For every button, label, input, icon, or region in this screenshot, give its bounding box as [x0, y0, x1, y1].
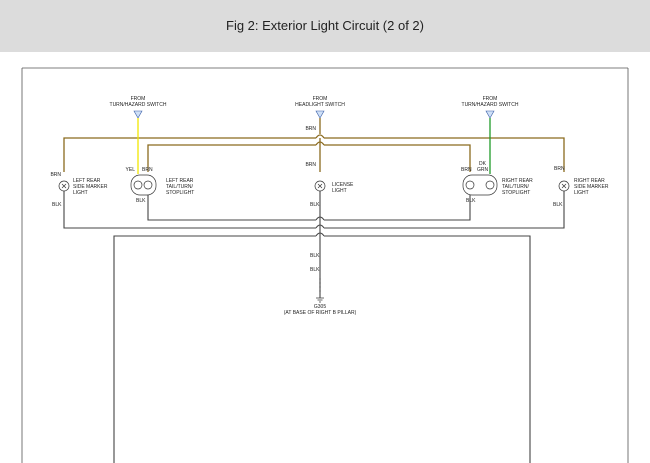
- wire-label-blk-left-tail: BLK: [136, 198, 146, 204]
- wire-label-blk-right-marker: BLK: [553, 202, 563, 208]
- svg-text:TAIL/TURN/: TAIL/TURN/: [166, 184, 193, 190]
- svg-text:LIGHT: LIGHT: [332, 188, 347, 194]
- ground-location: (AT BASE OF RIGHT B PILLAR): [284, 310, 357, 316]
- svg-text:STOPLIGHT: STOPLIGHT: [502, 190, 530, 196]
- wire-label-blk-right-tail: BLK: [466, 198, 476, 204]
- figure-title: Fig 2: Exterior Light Circuit (2 of 2): [226, 18, 424, 33]
- wire-label-blk-ground: BLK: [310, 267, 320, 273]
- source-left-arrow-icon: [133, 110, 143, 119]
- right-side-marker-label: RIGHT REAR SIDE MARKER LIGHT: [574, 178, 609, 196]
- wire-label-grn: GRN: [477, 167, 489, 173]
- svg-text:RIGHT REAR: RIGHT REAR: [502, 178, 533, 184]
- blk-wires: [63, 191, 565, 463]
- wire-label-brn-right-marker: BRN: [554, 166, 565, 172]
- wire-label-brn-right-tail: BRN: [461, 167, 472, 173]
- source-center-arrow-icon: [315, 110, 325, 119]
- svg-text:LIGHT: LIGHT: [574, 190, 589, 196]
- ground-id: G305: [314, 304, 326, 310]
- wire-label-dk: DK: [479, 161, 487, 167]
- left-side-marker-label: LEFT REAR SIDE MARKER LIGHT: [73, 178, 108, 196]
- source-center-line1: FROM: [313, 96, 328, 102]
- wire-label-brn-center: BRN: [305, 126, 316, 132]
- license-label: LICENSE LIGHT: [332, 182, 354, 194]
- right-tail-label: RIGHT REAR TAIL/TURN/ STOPLIGHT: [502, 178, 533, 196]
- svg-text:LEFT REAR: LEFT REAR: [166, 178, 194, 184]
- right-tail-lamp: [462, 174, 498, 196]
- ground-symbol-icon: [316, 297, 324, 303]
- svg-text:LEFT REAR: LEFT REAR: [73, 178, 101, 184]
- diagram-frame: [21, 67, 629, 463]
- right-side-marker-lamp: [558, 180, 570, 192]
- source-center-line2: HEADLIGHT SWITCH: [295, 102, 345, 108]
- svg-text:STOPLIGHT: STOPLIGHT: [166, 190, 194, 196]
- source-right-arrow-icon: [485, 110, 495, 119]
- source-right: FROM TURN/HAZARD SWITCH: [462, 96, 519, 119]
- wire-label-yel: YEL: [126, 167, 136, 173]
- source-left-line2: TURN/HAZARD SWITCH: [110, 102, 167, 108]
- wire-label-brn-license: BRN: [305, 162, 316, 168]
- left-tail-lamp: [130, 174, 157, 196]
- source-left: FROM TURN/HAZARD SWITCH: [110, 96, 167, 119]
- svg-text:TAIL/TURN/: TAIL/TURN/: [502, 184, 529, 190]
- figure-header: Fig 2: Exterior Light Circuit (2 of 2): [0, 0, 650, 52]
- license-lamp: [314, 180, 326, 192]
- svg-text:RIGHT REAR: RIGHT REAR: [574, 178, 605, 184]
- svg-text:LICENSE: LICENSE: [332, 182, 354, 188]
- wire-label-brn-left-marker: BRN: [50, 172, 61, 178]
- source-left-line1: FROM: [131, 96, 146, 102]
- wire-label-blk-license: BLK: [310, 202, 320, 208]
- left-side-marker-lamp: [58, 180, 70, 192]
- svg-text:SIDE MARKER: SIDE MARKER: [73, 184, 108, 190]
- source-center: FROM HEADLIGHT SWITCH: [295, 96, 345, 119]
- svg-text:SIDE MARKER: SIDE MARKER: [574, 184, 609, 190]
- wire-label-blk-left-marker: BLK: [52, 202, 62, 208]
- left-tail-label: LEFT REAR TAIL/TURN/ STOPLIGHT: [166, 178, 194, 196]
- wire-label-blk-main: BLK: [310, 253, 320, 259]
- source-right-line2: TURN/HAZARD SWITCH: [462, 102, 519, 108]
- brn-wires: [63, 118, 565, 172]
- wire-label-brn-left-tail: BRN: [142, 167, 153, 173]
- svg-text:LIGHT: LIGHT: [73, 190, 88, 196]
- source-right-line1: FROM: [483, 96, 498, 102]
